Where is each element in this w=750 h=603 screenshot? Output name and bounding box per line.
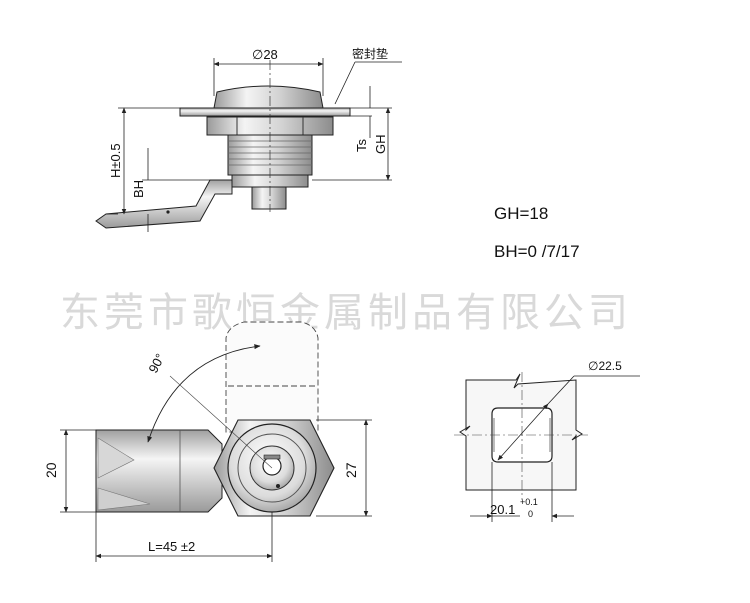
cutout-diameter-label: ∅22.5 bbox=[588, 359, 622, 373]
cutout-tol-upper: +0.1 bbox=[520, 497, 538, 507]
width-27-label: 27 bbox=[343, 462, 359, 478]
front-view-dimensions bbox=[60, 419, 372, 562]
watermark-text: 东莞市歌恒金属制品有限公司 bbox=[60, 290, 632, 336]
flange-plate bbox=[179, 107, 351, 117]
length-label: L=45 ±2 bbox=[148, 539, 195, 554]
diameter-28-label: ∅28 bbox=[252, 47, 278, 62]
bh-dimension-label: BH bbox=[131, 180, 146, 198]
ts-dimension-label: Ts bbox=[354, 139, 369, 153]
front-view bbox=[95, 321, 335, 517]
gh-dimension-label: GH bbox=[373, 135, 388, 155]
cutout-view bbox=[454, 372, 588, 500]
gh-spec: GH=18 bbox=[494, 204, 549, 223]
cam-arm bbox=[95, 179, 233, 229]
cutout-tol-lower: 0 bbox=[528, 509, 533, 519]
cutout-dimensions bbox=[470, 375, 640, 522]
rotated-cam-ghost bbox=[225, 321, 319, 433]
bh-spec: BH=0 /7/17 bbox=[494, 242, 580, 261]
cutout-width-label: 20.1 bbox=[490, 502, 515, 517]
key-slot bbox=[262, 456, 282, 476]
height-20-label: 20 bbox=[43, 462, 59, 478]
side-view-dimensions bbox=[106, 58, 402, 232]
angle-90-label: 90° bbox=[145, 351, 167, 375]
rotation-arc bbox=[147, 344, 261, 443]
gasket-label: 密封垫 bbox=[352, 46, 388, 61]
screw bbox=[251, 186, 287, 210]
h-dimension-label: H±0.5 bbox=[108, 143, 123, 178]
lock-head bbox=[213, 85, 324, 109]
side-view bbox=[95, 60, 351, 229]
